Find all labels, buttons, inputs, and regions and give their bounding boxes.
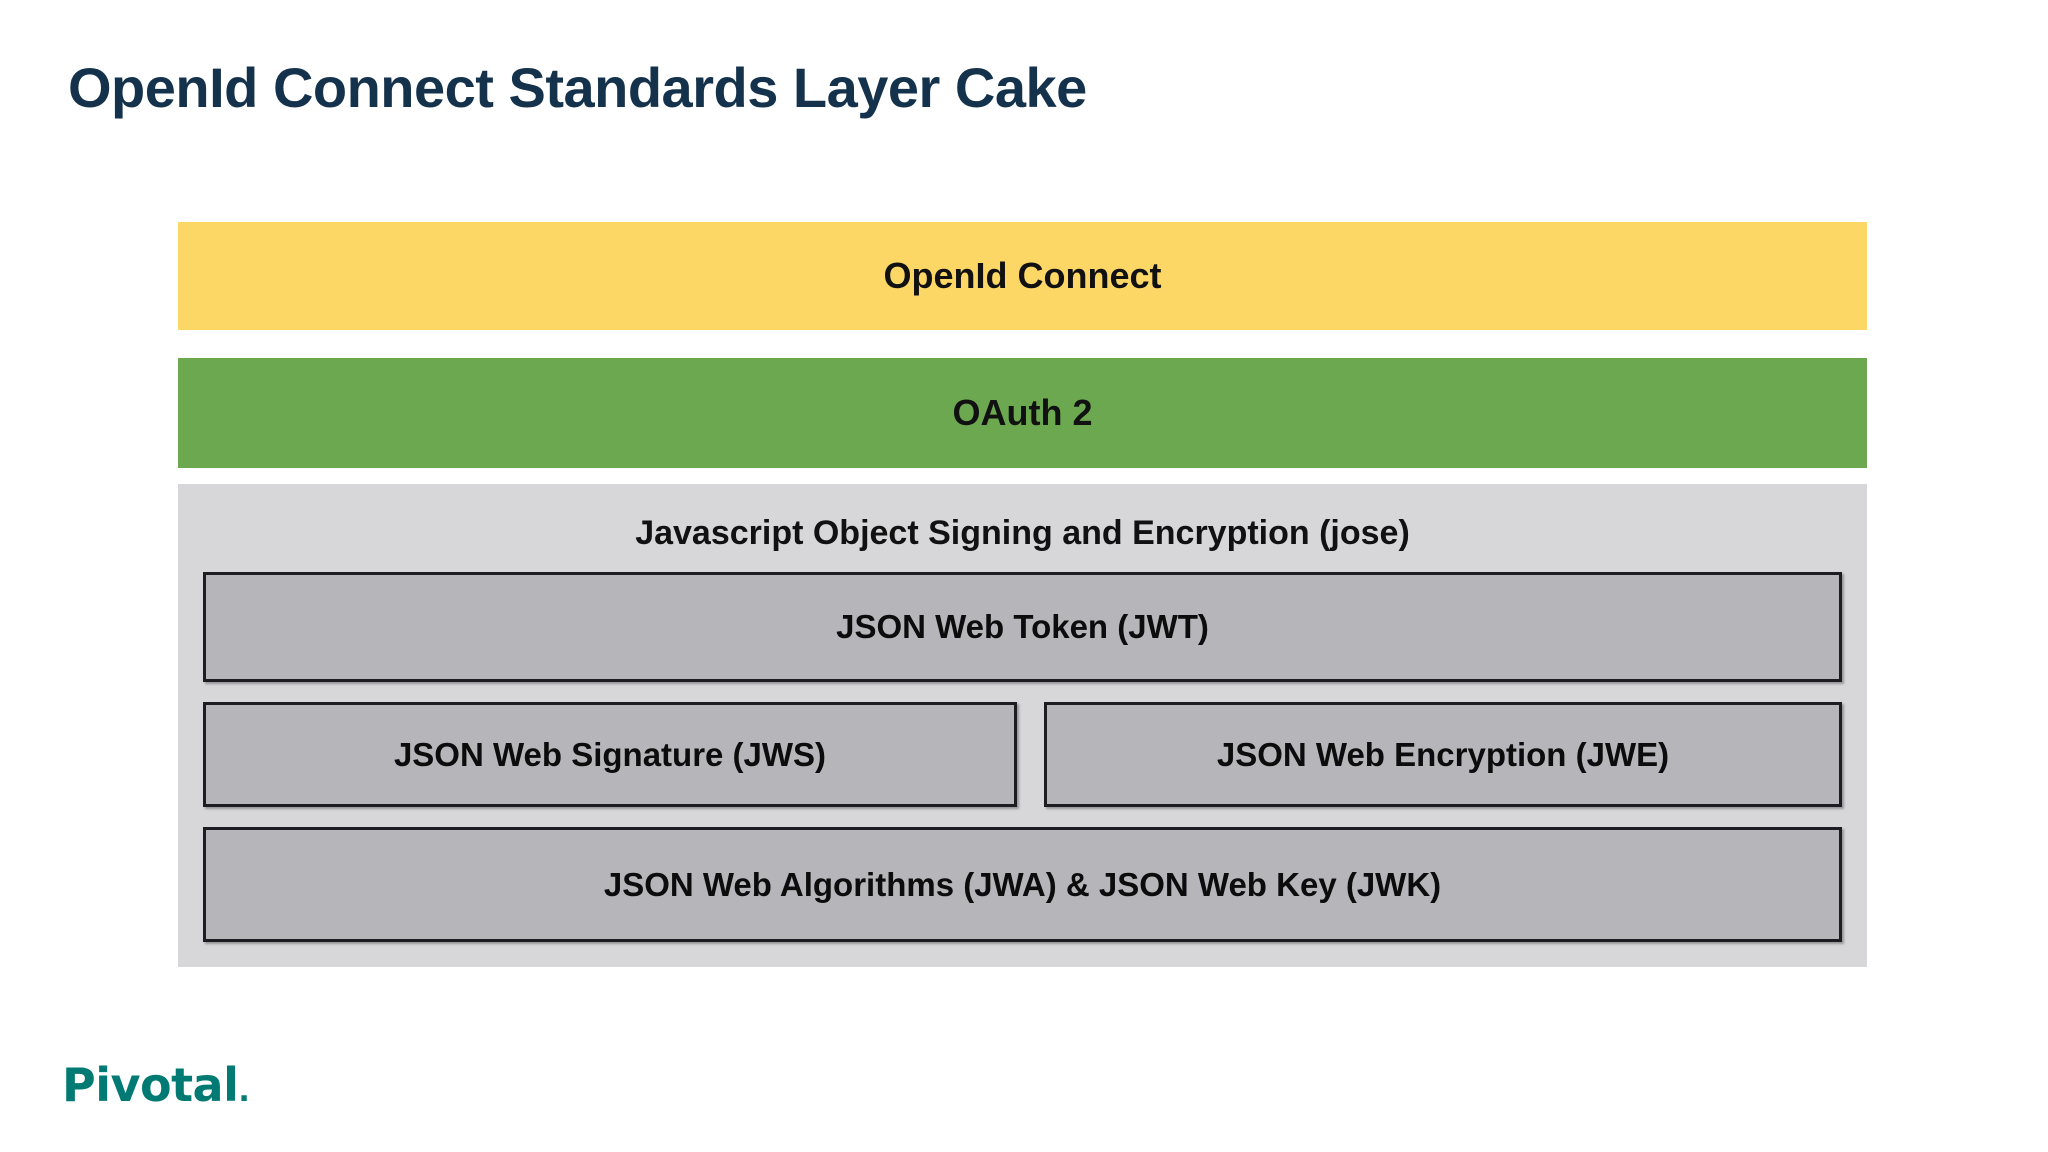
layer-spacer-1 (178, 330, 1867, 358)
pivotal-logo-text: Pivotal (62, 1058, 239, 1112)
box-jwa-jwk: JSON Web Algorithms (JWA) & JSON Web Key… (203, 827, 1842, 942)
box-jwa-jwk-label: JSON Web Algorithms (JWA) & JSON Web Key… (603, 865, 1442, 903)
box-jws-label: JSON Web Signature (JWS) (393, 735, 827, 773)
box-jwe-label: JSON Web Encryption (JWE) (1216, 735, 1670, 773)
box-jwt-label: JSON Web Token (JWT) (836, 608, 1209, 645)
layer-spacer-2 (178, 468, 1867, 484)
layer-oauth2-label: OAuth 2 (952, 392, 1093, 433)
box-jwe: JSON Web Encryption (JWE) (1044, 702, 1842, 807)
pivotal-logo-mark: . (238, 1074, 250, 1109)
layer-openid-connect-label: OpenId Connect (883, 255, 1162, 296)
layer-oauth2: OAuth 2 (178, 358, 1867, 468)
layer-jose: Javascript Object Signing and Encryption… (178, 484, 1867, 967)
layer-openid-connect: OpenId Connect (178, 222, 1867, 330)
pivotal-logo: Pivotal. (62, 1058, 250, 1112)
page-title: OpenId Connect Standards Layer Cake (68, 56, 1087, 119)
box-jwt: JSON Web Token (JWT) (203, 572, 1842, 682)
box-row-jws-jwe: JSON Web Signature (JWS) JSON Web Encryp… (203, 702, 1842, 807)
box-jws: JSON Web Signature (JWS) (203, 702, 1017, 807)
layer-cake-diagram: OpenId Connect OAuth 2 Javascript Object… (178, 222, 1867, 967)
layer-jose-label: Javascript Object Signing and Encryption… (635, 514, 1410, 552)
